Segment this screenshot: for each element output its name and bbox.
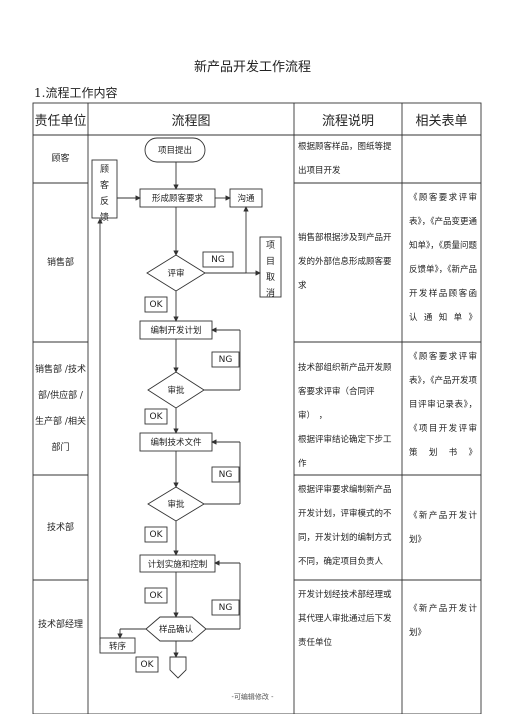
form-line: 《新产品开发计 [409, 604, 477, 614]
vertical-text: 项目取消 [265, 241, 275, 299]
cancel-label: 项目取消 [260, 238, 281, 302]
header-flowchart: 流程图 [171, 113, 211, 129]
form-line: 开发样品顾客函 [409, 289, 477, 299]
desc-line: 开发计划，评审模式的不 [298, 509, 392, 519]
desc-sales: 销售部根据涉及到产品开 发的外部信息形成顾客要 求 [298, 226, 400, 298]
ok-box-3 [144, 526, 168, 543]
page-title: 新产品开发工作流程 [193, 60, 311, 75]
header-description: 流程说明 [321, 113, 374, 129]
desc-tech: 根据评审要求编制新产品 开发计划，评审模式的不 同，开发计划的编制方式 不同，确… [298, 478, 400, 574]
plan-impl-label: 计划实施和控制 [147, 559, 208, 570]
review-label: 评审 [167, 269, 185, 279]
forms-tech-manager: 《新产品开发计 划》 [409, 597, 477, 645]
forms-tech: 《新产品开发计 划》 [409, 504, 477, 552]
forms-review: 《顾客要求评审 表》，《产品开发项 目评审记录表》， 《项目开发评审 策划书》 [409, 345, 477, 465]
ng-label-3: NG [218, 469, 233, 480]
form-line: 表》，《产品变更通 [409, 217, 478, 227]
ok-label-3: OK [149, 529, 163, 540]
ok-box-2 [144, 408, 168, 425]
approve-label-1: 审批 [167, 386, 185, 396]
communicate-label: 沟通 [237, 194, 255, 204]
form-line: 表》，《产品开发项 [409, 376, 478, 386]
unit-customer: 顾客 [51, 154, 70, 164]
start-label: 项目提出 [157, 146, 192, 156]
desc-line: 根据评审结论确定下步工 [298, 435, 392, 445]
desc-line: 客要求评审（合同评审） [298, 387, 375, 421]
form-line: 《项目开发评审 [409, 424, 477, 434]
ok-label-4: OK [149, 590, 163, 601]
desc-line: 其代理人审批通过后下发 [298, 614, 392, 624]
desc-line: 销售部根据涉及到产品开 [298, 233, 392, 243]
desc-line: 开发计划经技术部经理或 [298, 590, 392, 600]
ok-box-5 [135, 656, 159, 673]
desc-line: 求 [298, 281, 307, 291]
form-line: 划》 [409, 628, 427, 638]
ok-box-1 [144, 296, 168, 313]
form-req-label: 形成顾客要求 [151, 194, 203, 204]
desc-line: ， [318, 411, 328, 421]
continue-marker [169, 656, 187, 679]
unit-tech-manager: 技术部经理 [37, 620, 83, 630]
desc-line: 同，开发计划的编制方式 [298, 533, 392, 543]
ng-box-4 [211, 599, 240, 616]
form-line: 《新产品开发计 [409, 511, 477, 521]
form-line: 知单》，《质量问题 [409, 241, 478, 251]
header-forms: 相关表单 [415, 113, 468, 129]
start-node [144, 137, 206, 163]
unit-multi-line: 销售部 /技术 [35, 364, 86, 375]
header-unit: 责任单位 [34, 113, 87, 129]
desc-customer: 根据顾客样品，图纸等提 出项目开发 [298, 135, 400, 183]
desc-line: 作 [298, 459, 307, 469]
dev-plan-label: 编制开发计划 [150, 326, 202, 336]
approve-label-2: 审批 [167, 500, 185, 510]
ng-label-1: NG [211, 254, 225, 265]
ng-box-1 [202, 251, 234, 268]
desc-line: 责任单位 [298, 638, 333, 648]
feedback-box [91, 159, 118, 219]
unit-multi-line: 部/供应部 / [38, 390, 83, 401]
form-line: 策划书》 [409, 448, 477, 458]
page-footer: -可编辑修改 - [231, 693, 274, 701]
desc-line: 发的外部信息形成顾客要 [298, 257, 392, 267]
unit-tech: 技术部 [46, 522, 74, 533]
ng-label-2: NG [218, 354, 233, 365]
ok-box-4 [144, 587, 168, 604]
unit-multi-dept: 销售部 /技术 部/供应部 / 生产部 /相关 部门 [33, 342, 88, 475]
tech-file-label: 编制技术文件 [150, 438, 202, 448]
desc-tech-manager: 开发计划经技术部经理或 其代理人审批通过后下发 责任单位 [298, 583, 400, 655]
form-line: 反馈单》，《新产品 [409, 265, 478, 275]
ok-label-5: OK [140, 659, 154, 670]
ng-box-3 [211, 466, 240, 483]
section-subtitle: 1.流程工作内容 [34, 86, 118, 100]
desc-line: 技术部组织新产品开发顾 [298, 363, 392, 373]
form-line: 认通知单》 [409, 313, 477, 323]
ng-box-2 [211, 351, 240, 368]
forms-sales: 《顾客要求评审 表》，《产品变更通 知单》，《质量问题 反馈单》，《新产品 开发… [409, 186, 477, 330]
sample-confirm-label: 样品确认 [158, 625, 193, 635]
form-line: 目评审记录表》， [409, 400, 477, 410]
cancel-box [259, 236, 282, 298]
desc-line: 根据评审要求编制新产品 [298, 485, 392, 495]
desc-line: 根据顾客样品，图纸等提 [298, 142, 392, 152]
ok-label-2: OK [149, 411, 163, 422]
feedback-label: 顾客反馈 [92, 162, 117, 226]
desc-line-wrap: 客要求评审（合同评审）， [298, 380, 400, 428]
desc-line: 不同，确定项目负责人 [298, 557, 384, 567]
ng-label-4: NG [218, 602, 233, 613]
desc-review: 技术部组织新产品开发顾 客要求评审（合同评审）， 根据评审结论确定下步工 作 [298, 356, 400, 476]
unit-multi-line: 生产部 /相关 [35, 416, 86, 427]
form-line: 划》 [409, 535, 427, 545]
form-line: 《顾客要求评审 [409, 352, 477, 362]
unit-sales: 销售部 [46, 257, 74, 268]
form-line: 《顾客要求评审 [409, 193, 477, 203]
desc-line: 出项目开发 [298, 166, 341, 176]
vertical-text: 顾客反馈 [99, 165, 109, 223]
transfer-label: 转序 [108, 641, 126, 652]
ok-label-1: OK [149, 299, 163, 310]
unit-multi-line: 部门 [51, 442, 70, 453]
